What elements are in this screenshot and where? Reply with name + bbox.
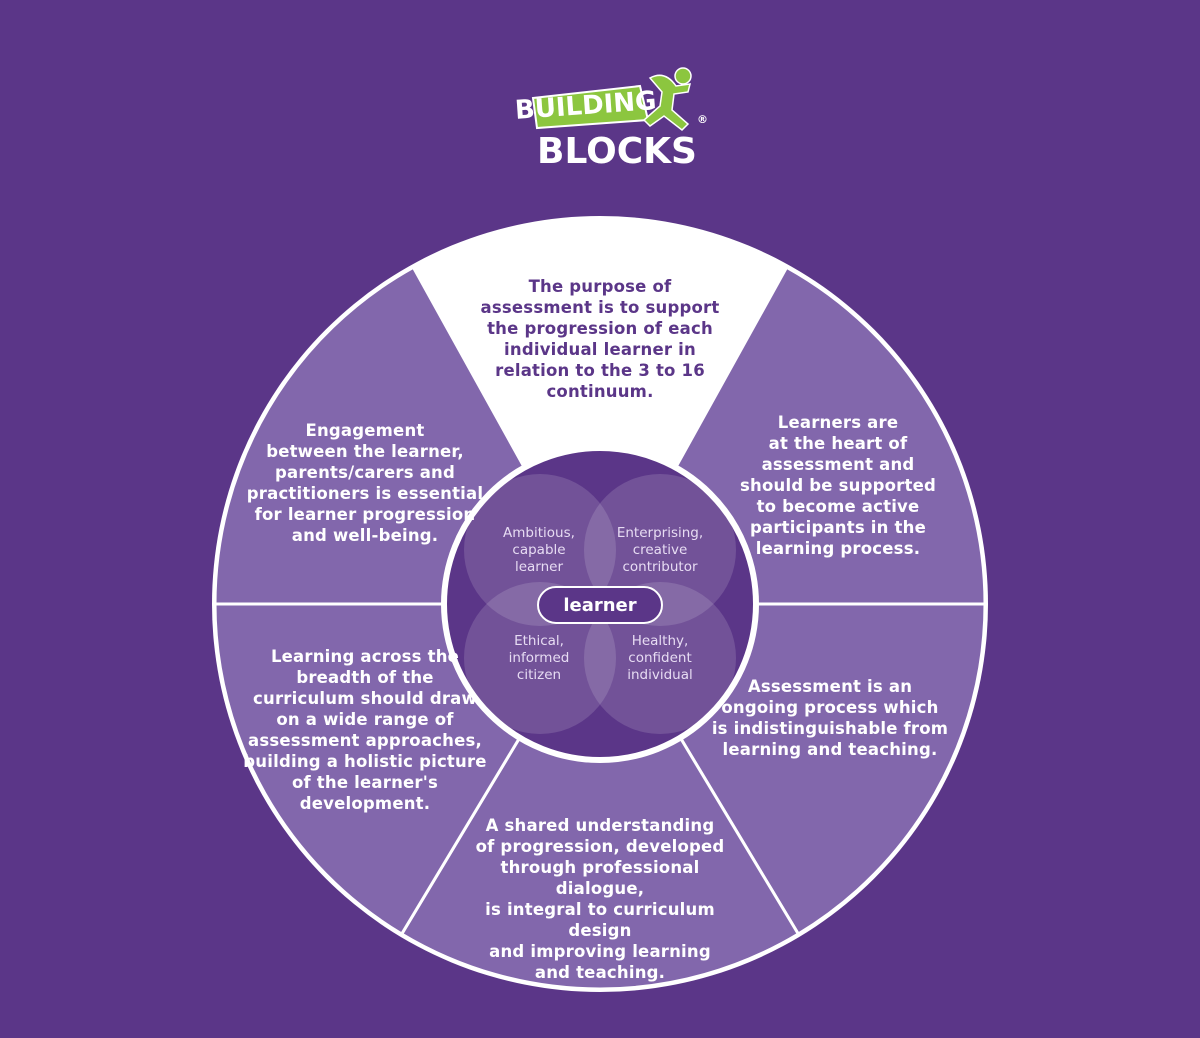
logo-registered-mark: ® xyxy=(697,113,708,126)
building-blocks-logo: BUILDING BLOCKS ® xyxy=(514,67,708,172)
logo-bottom-word: BLOCKS xyxy=(537,131,697,172)
logo-dark-block xyxy=(532,130,702,172)
learner-label: learner xyxy=(537,586,663,624)
runner-icon xyxy=(642,67,692,131)
wheel-segment-bottom xyxy=(399,601,801,991)
logo-mark: BUILDING BLOCKS ® xyxy=(514,67,708,172)
wheel-segment-top xyxy=(411,217,789,608)
